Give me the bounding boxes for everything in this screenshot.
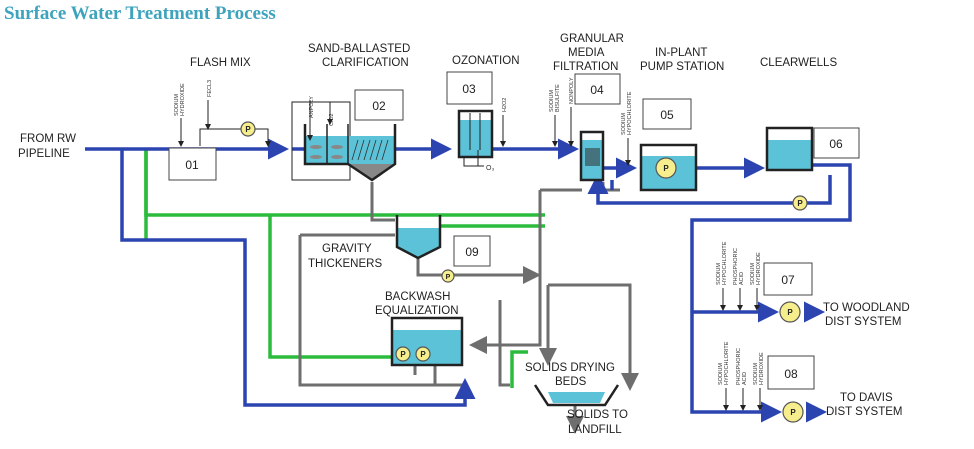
from-rw-label: FROM RW bbox=[20, 133, 76, 145]
o3-label: O₃ bbox=[486, 165, 494, 172]
svg-text:SODIUM: SODIUM bbox=[750, 263, 756, 285]
svg-text:HYPOCHLORITE: HYPOCHLORITE bbox=[627, 91, 633, 135]
clarification-label-2: CLARIFICATION bbox=[322, 57, 409, 69]
svg-text:HYDROXIDE: HYDROXIDE bbox=[756, 252, 762, 285]
svg-text:BISULFITE: BISULFITE bbox=[555, 84, 561, 112]
page-title: Surface Water Treatment Process bbox=[4, 3, 276, 24]
davis-label: TO DAVIS bbox=[840, 392, 893, 404]
svg-text:ACID: ACID bbox=[742, 372, 748, 385]
drying-bed bbox=[533, 384, 620, 407]
svg-text:P: P bbox=[400, 350, 406, 359]
filtration-label-3: FILTRATION bbox=[553, 61, 618, 73]
clearwell-tank bbox=[765, 126, 814, 172]
box-04-label: 04 bbox=[590, 83, 604, 97]
svg-text:HYPOCHLORITE: HYPOCHLORITE bbox=[724, 341, 730, 385]
svg-text:PHOSPHORIC: PHOSPHORIC bbox=[736, 348, 742, 385]
woodland-pump: P bbox=[779, 301, 801, 323]
davis-pump: P bbox=[782, 401, 804, 423]
svg-text:HYDROXIDE: HYDROXIDE bbox=[180, 83, 186, 116]
landfill-label: SOLIDS TO bbox=[567, 409, 628, 421]
box-02 bbox=[354, 89, 404, 121]
svg-text:P: P bbox=[663, 164, 669, 173]
box-09 bbox=[453, 235, 491, 267]
box-05-label: 05 bbox=[660, 108, 674, 122]
svg-text:P: P bbox=[420, 350, 426, 359]
box-09-label: 09 bbox=[465, 245, 479, 259]
box-07-label: 07 bbox=[781, 273, 795, 287]
woodland-label: TO WOODLAND bbox=[823, 302, 910, 314]
gravity-label: GRAVITY bbox=[322, 243, 372, 255]
backwash-label: BACKWASH bbox=[385, 291, 450, 303]
svg-text:ANPOLY: ANPOLY bbox=[309, 96, 315, 118]
filtration-label-2: MEDIA bbox=[568, 47, 605, 59]
clarifier: ANPOLY ClO2 bbox=[291, 96, 397, 182]
from-rw-label-2: PIPELINE bbox=[18, 148, 70, 160]
pump-station-label: IN-PLANT bbox=[655, 47, 707, 59]
svg-text:SODIUM: SODIUM bbox=[549, 90, 555, 112]
landfill-label-2: LANDFILL bbox=[568, 424, 622, 436]
clarification-label: SAND-BALLASTED bbox=[308, 43, 410, 55]
svg-text:P: P bbox=[787, 308, 793, 317]
davis-label-2: DIST SYSTEM bbox=[826, 406, 902, 418]
pump-station-label-2: PUMP STATION bbox=[640, 61, 724, 73]
svg-text:SODIUM: SODIUM bbox=[718, 363, 724, 385]
backwash-lines bbox=[144, 150, 545, 388]
flash-mix-label: FLASH MIX bbox=[190, 57, 251, 69]
box-03 bbox=[446, 71, 493, 105]
box-07 bbox=[763, 262, 813, 296]
box-06 bbox=[813, 127, 860, 159]
clearwells-label: CLEARWELLS bbox=[760, 57, 837, 69]
ozonation-label: OZONATION bbox=[452, 55, 520, 67]
svg-text:P: P bbox=[245, 125, 251, 134]
svg-text:ACID: ACID bbox=[739, 272, 745, 285]
backwash-tank: P P bbox=[390, 316, 464, 367]
svg-text:H2O2: H2O2 bbox=[502, 98, 508, 112]
svg-text:HYDROXIDE: HYDROXIDE bbox=[759, 352, 765, 385]
box-02-label: 02 bbox=[372, 99, 386, 113]
box-04 bbox=[574, 73, 621, 105]
svg-text:PHOSPHORIC: PHOSPHORIC bbox=[733, 248, 739, 285]
box-08-label: 08 bbox=[784, 367, 798, 381]
svg-text:NONPOLY: NONPOLY bbox=[569, 77, 575, 104]
svg-text:SODIUM: SODIUM bbox=[716, 263, 722, 285]
svg-text:SODIUM: SODIUM bbox=[174, 94, 180, 116]
box-05 bbox=[642, 98, 692, 130]
svg-text:SODIUM: SODIUM bbox=[621, 113, 627, 135]
clearwell-backwash-pump: P bbox=[792, 195, 808, 211]
pump-station: SODIUM HYPOCHLORITE P bbox=[621, 91, 698, 192]
drying-beds-label-2: BEDS bbox=[555, 376, 587, 388]
box-08 bbox=[767, 355, 815, 390]
davis-chemicals: SODIUM HYPOCHLORITE PHOSPHORIC ACID SODI… bbox=[718, 341, 765, 411]
filtration-label: GRANULAR bbox=[560, 33, 624, 45]
box-06-label: 06 bbox=[829, 137, 843, 151]
svg-text:FECL3: FECL3 bbox=[207, 80, 213, 97]
drying-beds-label: SOLIDS DRYING bbox=[525, 362, 615, 374]
flash-mix-pump: P bbox=[240, 121, 256, 137]
gravity-label-2: THICKENERS bbox=[308, 258, 382, 270]
gravity-thickener: P bbox=[395, 215, 455, 283]
woodland-chemicals: SODIUM HYPOCHLORITE PHOSPHORIC ACID SODI… bbox=[716, 241, 762, 311]
svg-text:P: P bbox=[446, 274, 451, 281]
box-01 bbox=[168, 147, 217, 181]
flash-mix-chemicals: SODIUM HYDROXIDE FECL3 bbox=[174, 80, 271, 147]
svg-text:HYPOCHLORITE: HYPOCHLORITE bbox=[722, 241, 728, 285]
svg-text:P: P bbox=[797, 199, 803, 208]
woodland-label-2: DIST SYSTEM bbox=[825, 316, 901, 328]
ozone-contactor: O₃ H2O2 bbox=[457, 98, 508, 172]
box-01-label: 01 bbox=[185, 158, 199, 172]
svg-text:SODIUM: SODIUM bbox=[753, 363, 759, 385]
box-03-label: 03 bbox=[462, 82, 476, 96]
media-filter: SODIUM BISULFITE NONPOLY bbox=[549, 77, 605, 182]
backwash-label-2: EQUALIZATION bbox=[375, 305, 459, 317]
svg-text:P: P bbox=[790, 408, 796, 417]
